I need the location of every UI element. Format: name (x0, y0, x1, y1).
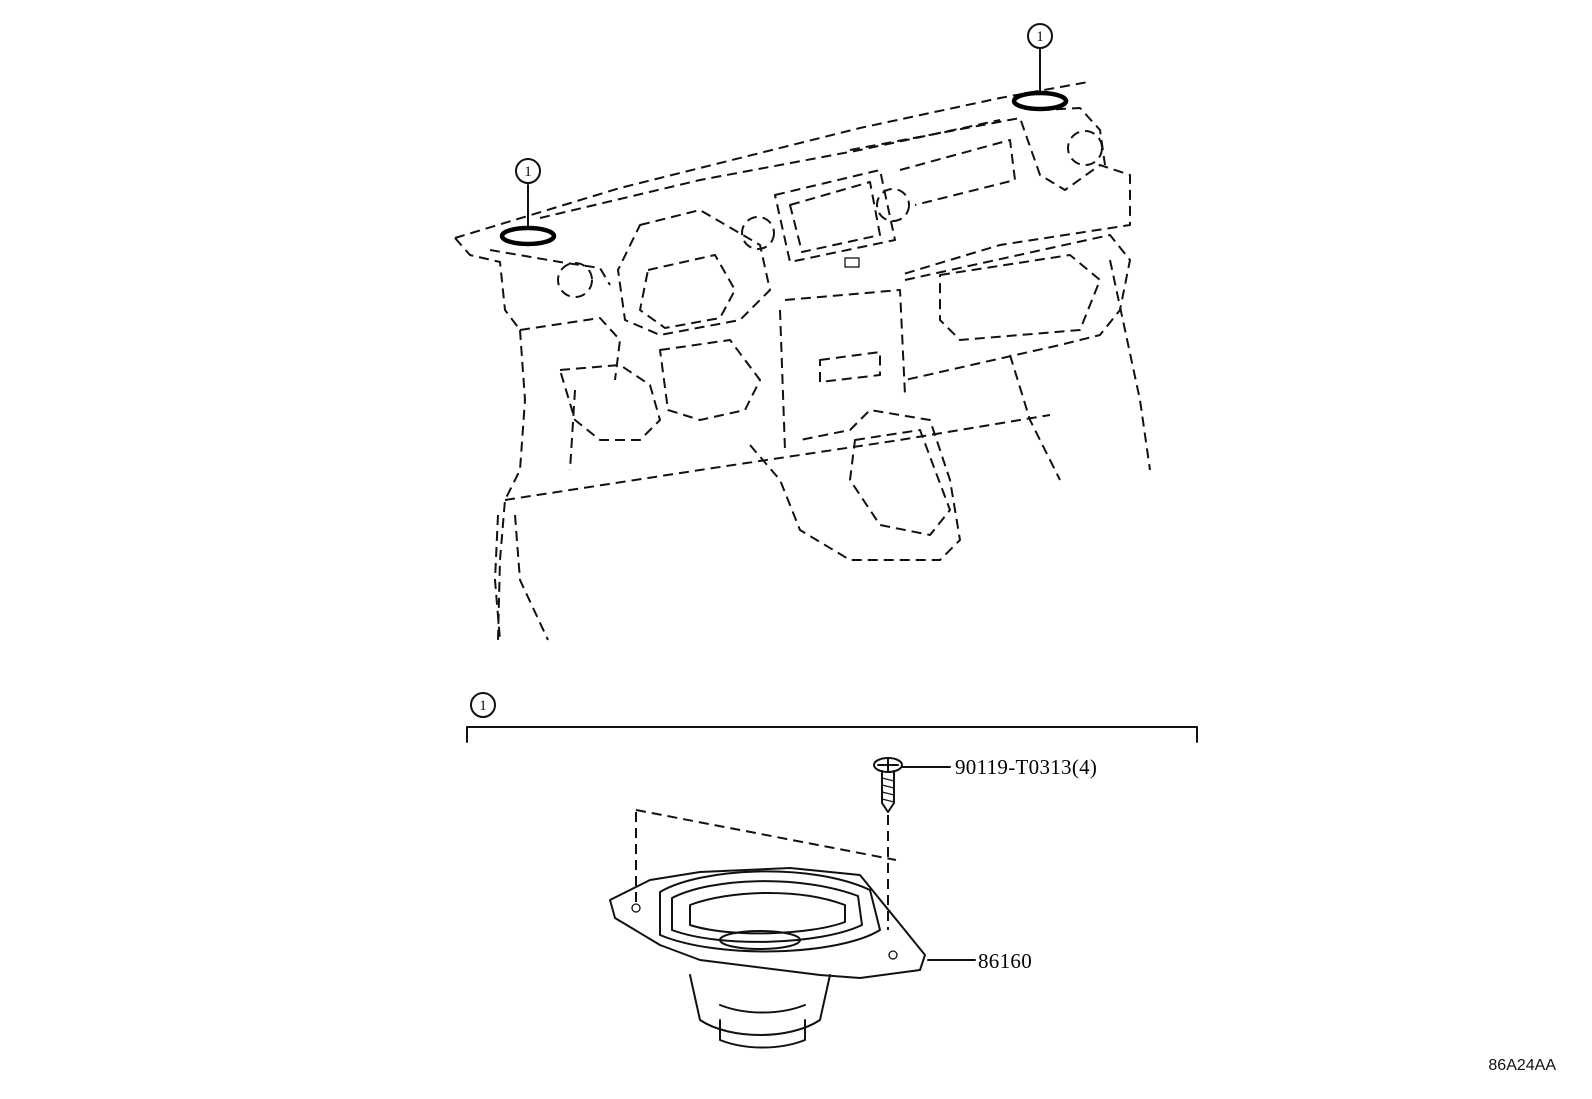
figure-reference: 86A24AA (1488, 1057, 1556, 1074)
screw (873, 757, 903, 813)
speaker-location-right (1011, 90, 1069, 112)
detail-callout: 1 (470, 692, 496, 718)
speaker-part-number: 86160 (978, 949, 1032, 973)
detail-bracket (466, 726, 1198, 743)
callout-top-right: 1 (1027, 23, 1053, 93)
callout-top-left: 1 (515, 158, 541, 227)
callout-top-right-label: 1 (1036, 29, 1044, 45)
callout-top-left-label: 1 (524, 164, 532, 180)
screw-part-number: 90119-T0313(4) (955, 755, 1097, 779)
speaker-location-left (499, 225, 557, 247)
instrument-panel-outline (454, 81, 1151, 641)
detail-callout-label: 1 (479, 698, 487, 714)
alignment-lines (635, 809, 897, 930)
speaker-assembly (609, 867, 926, 1049)
